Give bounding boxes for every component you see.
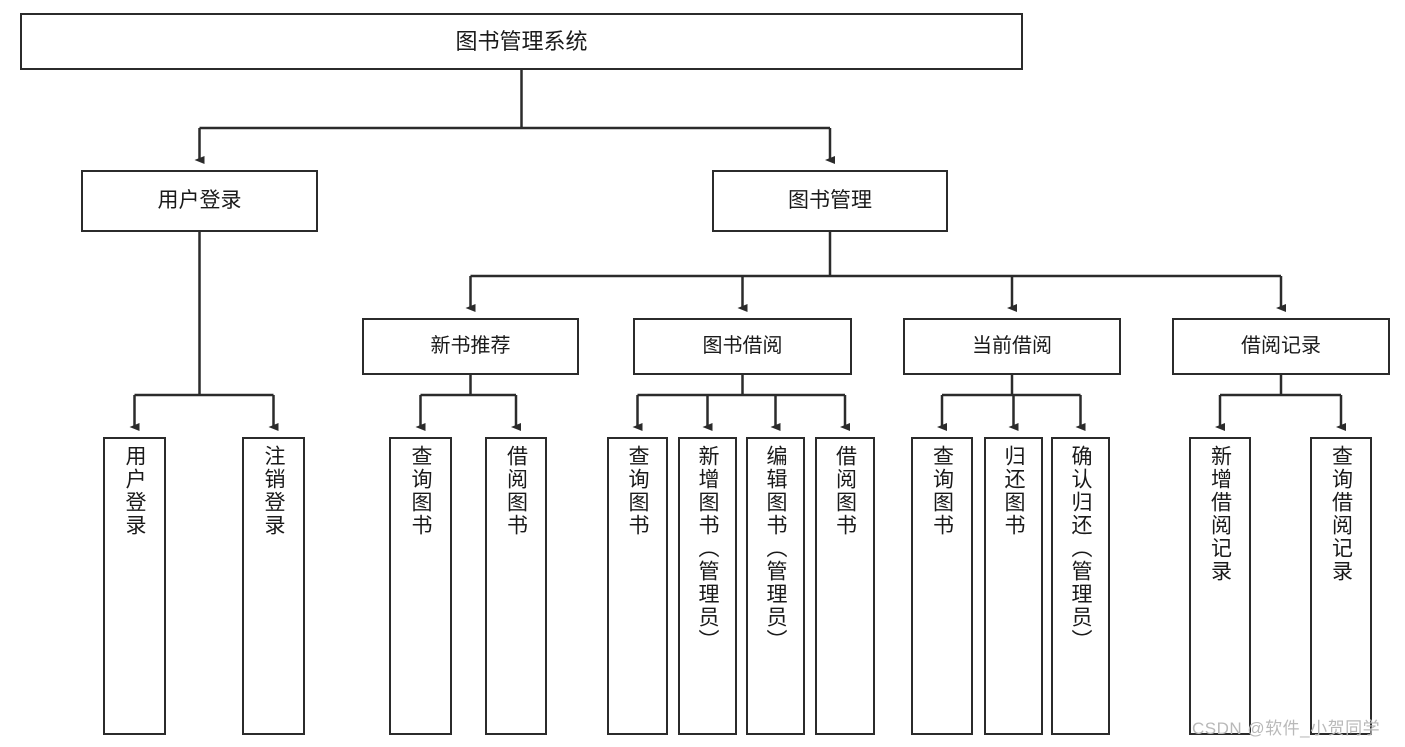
node-leaf-return-book: 归还图书	[984, 437, 1043, 735]
node-label-leaf-query-book-2: 查询图书	[626, 445, 649, 537]
node-new-book-rec: 新书推荐	[362, 318, 579, 375]
node-label-user-login: 用户登录	[157, 188, 242, 212]
node-leaf-query-book-1: 查询图书	[389, 437, 452, 735]
node-leaf-query-book-3: 查询图书	[911, 437, 973, 735]
node-label-leaf-add-book: 新增图书（管理员）	[696, 445, 719, 652]
node-book-borrow: 图书借阅	[633, 318, 852, 375]
node-book-manage: 图书管理	[712, 170, 948, 232]
node-leaf-logout: 注销登录	[242, 437, 305, 735]
node-label-book-borrow: 图书借阅	[702, 335, 783, 357]
node-root: 图书管理系统	[20, 13, 1023, 70]
node-leaf-add-book: 新增图书（管理员）	[678, 437, 737, 735]
node-label-root: 图书管理系统	[455, 28, 588, 54]
node-leaf-edit-book: 编辑图书（管理员）	[746, 437, 805, 735]
node-leaf-confirm-return: 确认归还（管理员）	[1051, 437, 1110, 735]
node-leaf-query-record: 查询借阅记录	[1310, 437, 1372, 735]
node-label-leaf-logout: 注销登录	[262, 445, 285, 537]
node-leaf-query-book-2: 查询图书	[607, 437, 668, 735]
node-label-leaf-query-record: 查询借阅记录	[1329, 445, 1353, 583]
node-label-leaf-edit-book: 编辑图书（管理员）	[764, 445, 787, 652]
node-label-leaf-confirm-return: 确认归还（管理员）	[1069, 445, 1092, 652]
node-label-leaf-borrow-book-1: 借阅图书	[504, 445, 528, 537]
node-label-leaf-add-record: 新增借阅记录	[1208, 445, 1232, 583]
node-label-leaf-return-book: 归还图书	[1002, 445, 1025, 537]
node-borrow-record: 借阅记录	[1172, 318, 1390, 375]
node-label-leaf-borrow-book-2: 借阅图书	[833, 445, 857, 537]
node-user-login: 用户登录	[81, 170, 318, 232]
csdn-watermark: CSDN @软件_小贺同学	[1192, 719, 1381, 738]
node-label-leaf-query-book-1: 查询图书	[409, 445, 432, 537]
node-leaf-user-login: 用户登录	[103, 437, 166, 735]
node-label-new-book-rec: 新书推荐	[430, 335, 511, 357]
node-current-borrow: 当前借阅	[903, 318, 1121, 375]
node-leaf-borrow-book-1: 借阅图书	[485, 437, 547, 735]
node-label-borrow-record: 借阅记录	[1241, 335, 1321, 357]
node-label-current-borrow: 当前借阅	[972, 335, 1052, 357]
node-leaf-add-record: 新增借阅记录	[1189, 437, 1251, 735]
node-label-book-manage: 图书管理	[788, 188, 872, 212]
node-label-leaf-query-book-3: 查询图书	[930, 445, 954, 537]
node-label-leaf-user-login: 用户登录	[123, 445, 146, 537]
node-leaf-borrow-book-2: 借阅图书	[815, 437, 875, 735]
